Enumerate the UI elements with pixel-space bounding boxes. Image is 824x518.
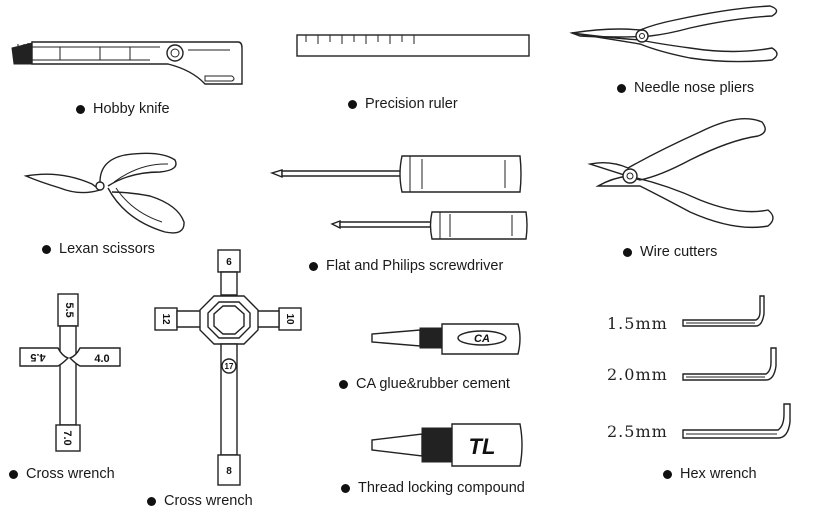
hobby-knife-illustration <box>11 41 243 85</box>
bullet-icon <box>339 379 348 389</box>
bullet-icon <box>617 83 626 93</box>
bullet-icon <box>348 99 357 109</box>
bullet-icon <box>341 483 350 493</box>
tool-label: Precision ruler <box>365 96 458 112</box>
label-precision-ruler: Precision ruler <box>348 96 458 112</box>
screwdriver-illustration <box>269 155 528 240</box>
hex-size-2: 2.0mm <box>607 365 668 384</box>
tool-label: Cross wrench <box>26 466 115 482</box>
lexan-scissors-illustration <box>23 152 185 234</box>
ca-glue-illustration: CA <box>371 323 521 355</box>
bullet-icon <box>147 496 156 506</box>
tool-label: Cross wrench <box>164 493 253 509</box>
bullet-icon <box>42 244 51 254</box>
small-cross-wrench-illustration: 5.5 4.5 4.0 7.0 <box>19 293 121 452</box>
bullet-icon <box>76 104 85 114</box>
small-wrench-left-size: 4.5 <box>30 351 45 363</box>
bullet-icon <box>309 261 318 271</box>
label-lexan-scissors: Lexan scissors <box>42 241 155 257</box>
large-cross-wrench-illustration: 9 12 10 17 8 <box>154 249 302 486</box>
bullet-icon <box>9 469 18 479</box>
large-wrench-top-size: 9 <box>226 255 232 266</box>
label-hobby-knife: Hobby knife <box>76 101 170 117</box>
label-screwdriver: Flat and Philips screwdriver <box>309 258 503 274</box>
thread-locking-mark: TL <box>469 434 496 459</box>
wire-cutters-illustration <box>587 117 774 229</box>
tool-label: Hex wrench <box>680 466 757 482</box>
thread-locking-illustration: TL <box>371 423 523 467</box>
tool-label: Hobby knife <box>93 101 170 117</box>
label-ca-glue: CA glue&rubber cement <box>339 376 510 392</box>
tool-label: Flat and Philips screwdriver <box>326 258 504 274</box>
small-wrench-top-size: 5.5 <box>63 302 75 317</box>
tool-label: Lexan scissors <box>59 241 155 257</box>
tool-label: Thread locking compound <box>358 480 525 496</box>
label-hex-wrench: Hex wrench <box>663 466 757 482</box>
ca-glue-mark: CA <box>474 333 490 345</box>
precision-ruler-illustration <box>296 34 530 57</box>
large-wrench-left-size: 12 <box>160 313 171 325</box>
small-wrench-right-size: 4.0 <box>94 353 109 365</box>
large-wrench-center-size: 17 <box>225 362 234 371</box>
label-cross-wrench-large: Cross wrench <box>147 493 253 509</box>
hex-size-1: 1.5mm <box>607 314 668 333</box>
hex-size-3: 2.5mm <box>607 422 668 441</box>
tool-label: CA glue&rubber cement <box>356 376 510 392</box>
bullet-icon <box>663 469 672 479</box>
small-wrench-bottom-size: 7.0 <box>61 430 73 445</box>
large-wrench-bottom-size: 8 <box>226 466 232 477</box>
hex-wrench-illustration <box>682 295 791 439</box>
label-cross-wrench-small: Cross wrench <box>9 466 115 482</box>
label-needle-nose-pliers: Needle nose pliers <box>617 80 754 96</box>
label-wire-cutters: Wire cutters <box>623 244 717 260</box>
needle-nose-pliers-illustration <box>569 5 778 63</box>
tool-label: Wire cutters <box>640 244 718 260</box>
tool-label: Needle nose pliers <box>634 80 755 96</box>
bullet-icon <box>623 247 632 257</box>
label-thread-locking: Thread locking compound <box>341 480 525 496</box>
large-wrench-right-size: 10 <box>284 313 295 325</box>
